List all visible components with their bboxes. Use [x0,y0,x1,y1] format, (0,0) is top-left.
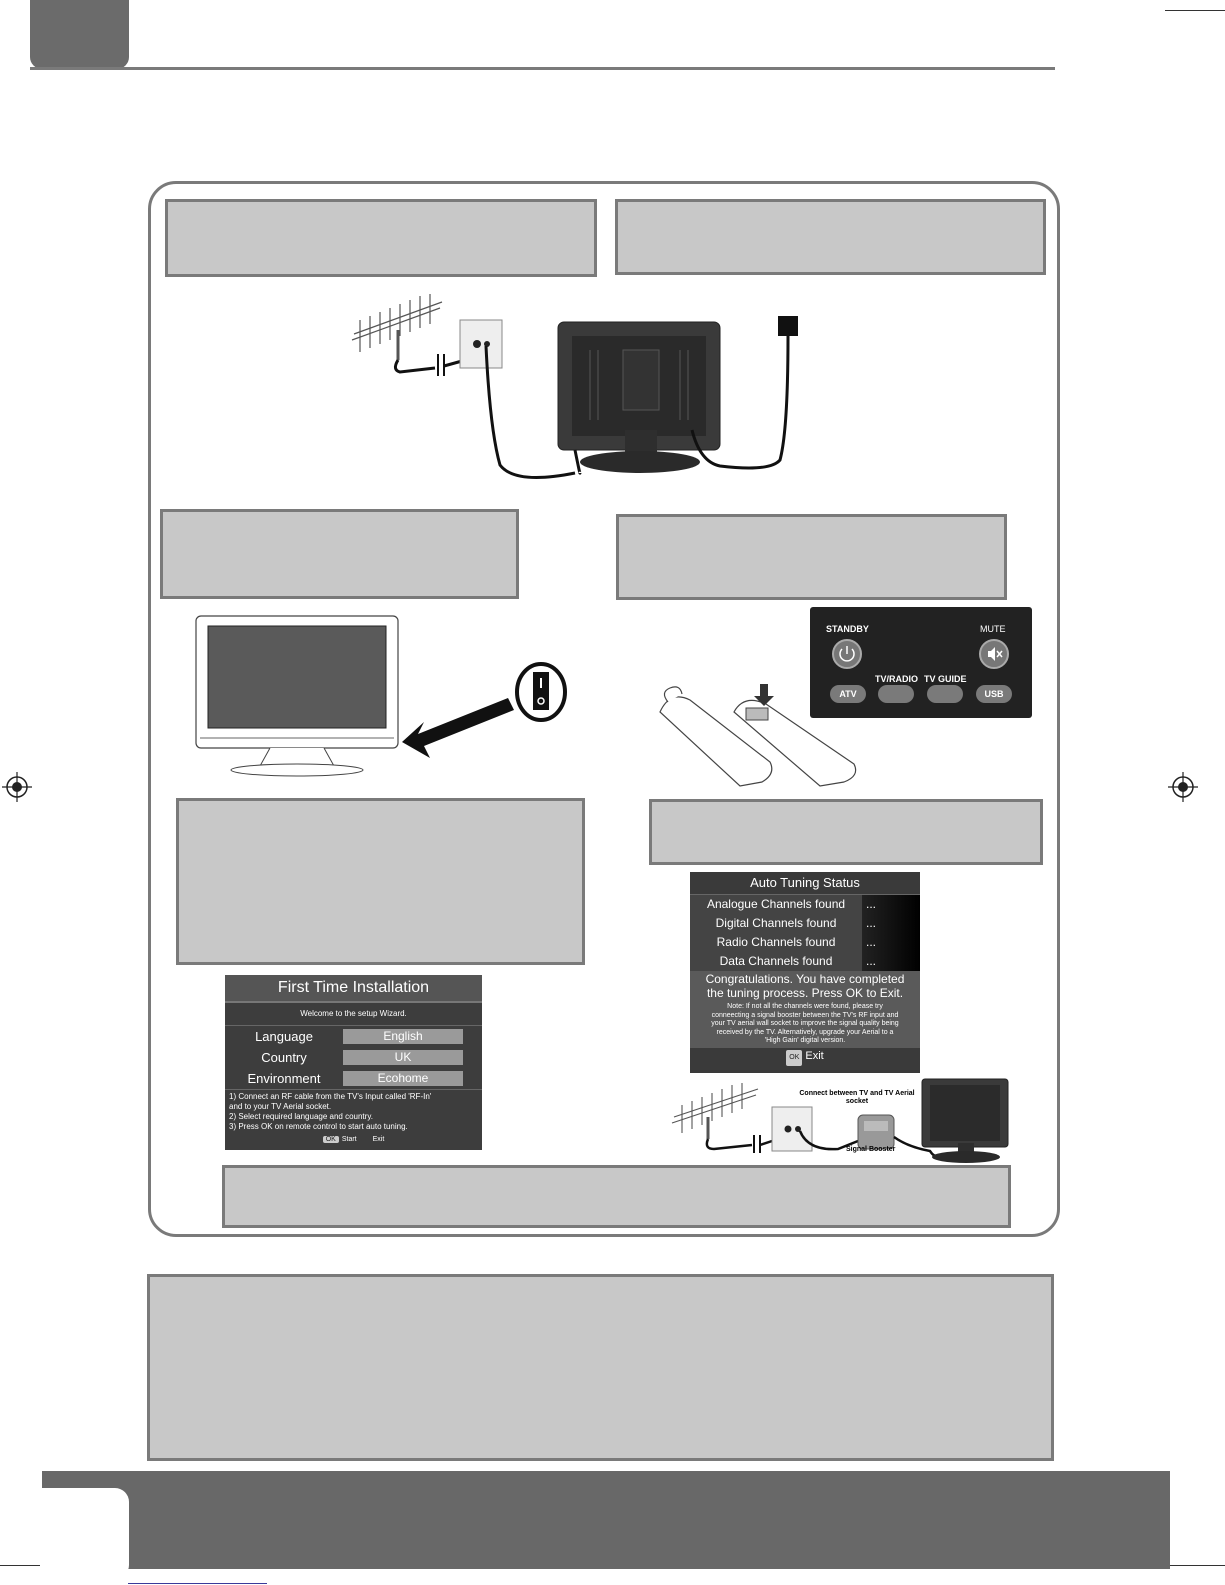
step-3-caption-box [160,509,519,599]
crop-mark [0,1565,40,1566]
tuning-row-label: Data Channels found [690,952,862,971]
arrow-icon [402,698,514,758]
standby-label: STANDBY [826,624,869,634]
aerial-icon [351,294,443,360]
tuning-row-label: Digital Channels found [690,914,862,933]
environment-value[interactable]: Ecohome [343,1071,463,1086]
booster-connect-caption: Connect between TV and TV Aerial socket [796,1090,918,1106]
ok-key-icon: OK [786,1049,803,1066]
tvradio-label: TV/RADIO [875,674,919,684]
language-label: Language [255,1029,313,1044]
step-5-caption-box [176,798,585,965]
tvguide-label: TV GUIDE [924,674,967,684]
tuning-rows: Analogue Channels found...Digital Channe… [690,895,920,971]
start-label: Start [341,1136,357,1143]
registration-mark-icon [1168,772,1198,802]
wall-socket-icon [771,1106,813,1152]
tuning-row-value: ... [862,895,920,914]
mute-icon [988,647,995,661]
note-text: Note: If not all the channels were found… [727,1003,883,1010]
instruction-text: and to your TV Aerial socket. [229,1102,332,1111]
country-value[interactable]: UK [343,1050,463,1065]
congrats-text: the tuning process. Press OK to Exit. [706,986,904,1000]
remote-controls-illustration [659,684,857,787]
language-value[interactable]: English [343,1029,463,1044]
screen-title: First Time Installation [225,975,482,1003]
first-time-installation-screen: First Time Installation Welcome to the s… [225,975,482,1150]
instructions: 1) Connect an RF cable from the TV's Inp… [225,1090,482,1134]
page-tab [30,0,129,69]
environment-label: Environment [247,1071,321,1086]
note-text: received by the TV. Alternatively, upgra… [716,1028,894,1036]
step-4-caption-box [616,514,1007,600]
environment-row[interactable]: Environment Ecohome [225,1068,482,1090]
footer-bar [42,1471,1170,1569]
tuning-status-row: Data Channels found... [690,952,920,971]
congrats-text: Congratulations. You have completed [705,972,905,986]
usb-button[interactable]: USB [976,685,1012,703]
booster-connect-text: socket [845,1098,869,1105]
notes-box [147,1274,1054,1461]
down-arrow-icon [754,684,774,706]
note-text: your TV aerial wall socket to improve th… [711,1020,899,1027]
country-label: Country [261,1050,307,1065]
tuning-status-row: Radio Channels found... [690,933,920,952]
setup-guide-panel [148,181,1060,1237]
crop-mark [1165,10,1225,11]
mute-button[interactable] [978,638,1010,670]
booster-connect-text: Connect between TV and TV Aerial [799,1090,915,1097]
footer-link-underline [128,1583,267,1584]
mute-label: MUTE [980,624,1006,634]
power-icon [839,648,855,662]
tv-front-power-illustration [195,615,567,777]
instruction-text: 3) Press OK on remote control to start a… [229,1122,408,1131]
step-6-caption-box [649,799,1043,865]
country-row[interactable]: Country UK [225,1047,482,1068]
crop-mark [1165,1565,1225,1566]
standby-button[interactable] [831,638,863,670]
tuning-row-value: ... [862,933,920,952]
tuning-status-row: Analogue Channels found... [690,895,920,914]
step-1-caption-box [165,199,597,277]
instruction-text: 2) Select required language and country. [229,1112,373,1121]
step-2-caption-box [615,199,1046,275]
tuning-row-value: ... [862,914,920,933]
step-7-caption-box [222,1165,1011,1228]
congratulations-block: Congratulations. You have completed the … [690,971,920,1048]
page-number-tab [42,1488,129,1579]
power-plug-icon [778,316,798,336]
tvguide-button[interactable] [927,685,963,703]
screen-title: Auto Tuning Status [690,872,920,895]
welcome-text: Welcome to the setup Wizard. [225,1003,482,1026]
tuning-status-row: Digital Channels found... [690,914,920,933]
tuning-row-value: ... [862,952,920,971]
aerial-icon [671,1083,759,1139]
exit-label: Exit [805,1049,824,1062]
note-text: 'High Gain' digital version. [764,1037,846,1044]
header-rule [30,67,1055,70]
tv-connection-illustration [351,294,798,479]
instruction-text: 1) Connect an RF cable from the TV's Inp… [229,1092,432,1101]
tvradio-button[interactable] [878,685,914,703]
tuning-row-label: Analogue Channels found [690,895,862,914]
exit-label: Exit [372,1136,385,1143]
note-text: conneecting a signal booster between the… [711,1011,899,1019]
signal-booster-illustration [671,1078,1009,1163]
registration-mark-icon [2,772,32,802]
ok-key-icon: OK [322,1136,339,1143]
atv-button[interactable]: ATV [830,685,866,703]
booster-label: Signal Booster [846,1146,896,1153]
remote-control-panel: STANDBY MUTE TV/RADIO TV GUIDE ATV USB [810,607,1032,718]
language-row[interactable]: Language English [225,1026,482,1047]
tuning-row-label: Radio Channels found [690,933,862,952]
signal-booster-icon [857,1114,895,1150]
auto-tuning-status-screen: Auto Tuning Status Analogue Channels fou… [690,872,920,1073]
